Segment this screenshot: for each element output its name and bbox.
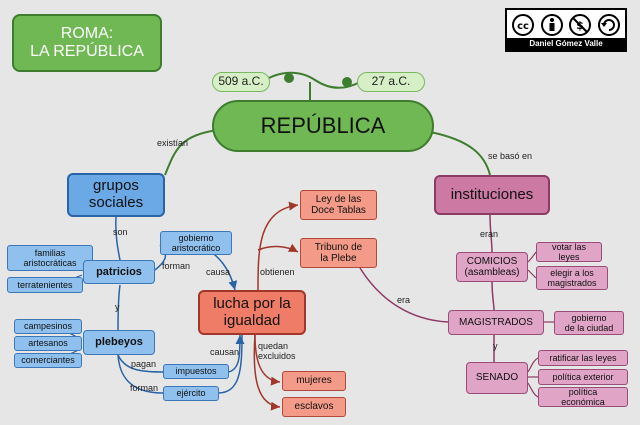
node-familias: familias aristocráticas (7, 245, 93, 271)
link-grupos-patricios (115, 216, 121, 261)
link-comicios-magistrados (491, 281, 495, 311)
central-node: REPÚBLICA (212, 100, 434, 152)
label-y: y (115, 302, 120, 312)
label-causa: causa (206, 267, 231, 277)
node-politica-exterior: política exterior (538, 369, 628, 385)
node-ejercito: ejército (163, 386, 219, 401)
node-campesinos: campesinos (14, 319, 82, 334)
node-comerciantes: comerciantes (14, 353, 82, 368)
node-ratificar-leyes: ratificar las leyes (538, 350, 628, 366)
node-magistrados: MAGISTRADOS (448, 310, 544, 335)
link-comicios-elegir (527, 269, 537, 279)
license-author: Daniel Gómez Valle (507, 38, 625, 50)
label-obtienen: obtienen (260, 267, 295, 277)
link-plebeyos-ejercito (117, 354, 164, 394)
label-se-baso-en: se basó en (488, 151, 533, 161)
node-esclavos: esclavos (282, 397, 346, 417)
node-gobierno-aristocratico: gobierno aristocrático (160, 231, 232, 255)
link-senado-ratificar (527, 357, 539, 373)
label-forman-1: forman (162, 261, 191, 271)
link-lucha-tribuno (257, 243, 299, 253)
timeline-dot-start (284, 73, 294, 83)
title-box: ROMA: LA REPÚBLICA (12, 14, 162, 72)
node-grupos-sociales: grupos sociales (67, 173, 165, 217)
link-central-grupos (164, 129, 219, 176)
node-gobierno-ciudad: gobierno de la ciudad (554, 311, 624, 335)
timeline-dot-end (342, 77, 352, 87)
label-y-2: y (493, 341, 498, 351)
link-senado-economica (527, 382, 539, 398)
node-artesanos: artesanos (14, 336, 82, 351)
label-son: son (113, 227, 128, 237)
label-quedan-excluidos: quedan excluidos (258, 341, 296, 361)
label-pagan: pagan (131, 359, 157, 369)
node-votar-leyes: votar las leyes (536, 242, 602, 262)
node-ley-doce-tablas: Ley de las Doce Tablas (300, 190, 377, 220)
link-comicios-votar (527, 251, 537, 263)
label-eran: eran (480, 229, 499, 239)
link-lucha-esclavos (253, 334, 281, 411)
node-comicios: COMICIOS (asambleas) (456, 252, 528, 282)
noncommercial-icon: $ (569, 14, 592, 36)
svg-text:cc: cc (517, 21, 529, 32)
link-impuestos-lucha (227, 334, 245, 373)
node-instituciones: instituciones (434, 175, 550, 215)
node-terratenientes: terratenientes (7, 277, 83, 293)
label-existian: existían (157, 138, 189, 148)
link-plebeyos-impuestos (117, 354, 164, 373)
node-impuestos: impuestos (163, 364, 229, 379)
link-tribuno-magistrados (359, 267, 449, 323)
sharealike-icon (597, 14, 620, 36)
license-badge: cc $ Daniel Gómez Valle (505, 8, 627, 52)
node-tribuno-plebe: Tribuno de la Plebe (300, 238, 377, 268)
node-patricios: patricios (83, 260, 155, 284)
node-elegir-magistrados: elegir a los magistrados (536, 266, 608, 290)
attribution-icon (540, 14, 563, 36)
node-senado: SENADO (466, 362, 528, 394)
label-era: era (397, 295, 411, 305)
date-end: 27 a.C. (357, 72, 425, 92)
cc-icon: cc (512, 14, 535, 36)
label-causan: causan (210, 347, 240, 357)
date-start: 509 a.C. (212, 72, 270, 92)
link-patricios-plebeyos (117, 284, 121, 331)
node-plebeyos: plebeyos (83, 330, 155, 355)
link-instituciones-comicios (489, 214, 493, 253)
link-ejercito-lucha (217, 334, 243, 394)
link-central-instituciones (429, 131, 491, 176)
link-lucha-ley (257, 201, 299, 291)
node-politica-economica: política económica (538, 387, 628, 407)
node-mujeres: mujeres (282, 371, 346, 391)
label-forman-2: forman (130, 383, 159, 393)
node-lucha-igualdad: lucha por la igualdad (198, 290, 306, 335)
